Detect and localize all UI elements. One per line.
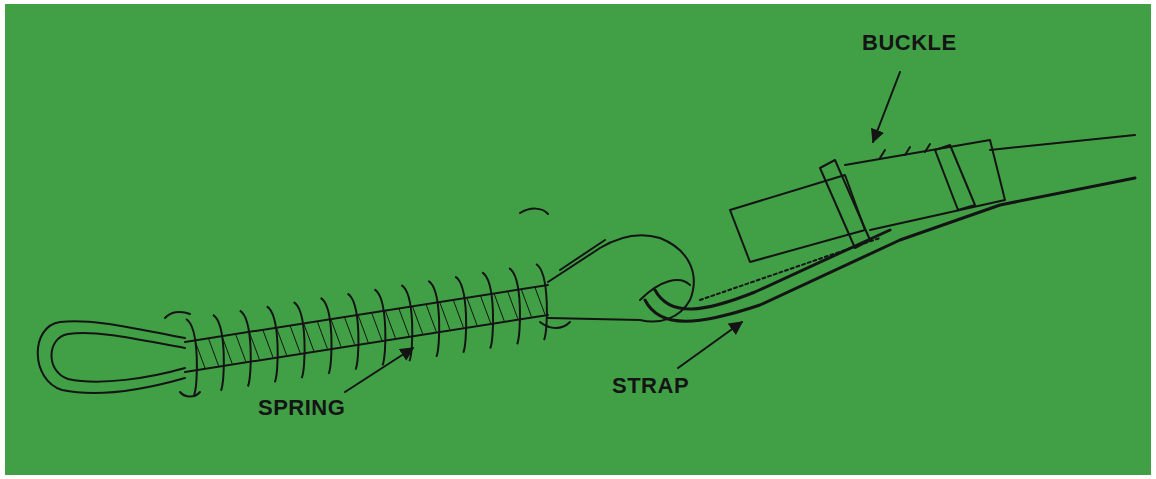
rod-hatch (290, 326, 300, 353)
rod-hatch (521, 290, 531, 317)
leader-arrow (678, 322, 742, 368)
spring-cap (540, 322, 570, 328)
rod-hatch (358, 315, 368, 342)
spring-coil (213, 315, 224, 391)
rod-hatch (494, 294, 504, 321)
buckle (935, 145, 975, 210)
rod-hatch (440, 302, 450, 329)
rod-hatch (453, 300, 463, 327)
spring-cap (165, 312, 190, 318)
hook-housing (560, 240, 605, 270)
rod-hatch (508, 292, 518, 319)
eye-loop (52, 333, 186, 382)
rod-hatch (249, 332, 259, 359)
hook-housing (548, 235, 694, 321)
rod-hatching (195, 288, 545, 369)
rod-hatch (236, 335, 246, 362)
part-label: SPRING (258, 397, 345, 419)
rod-hatch (385, 311, 395, 338)
spring-coil (348, 294, 359, 370)
rod-hatch (399, 309, 409, 336)
spring-coil (428, 281, 439, 357)
spring-cap (520, 209, 548, 214)
part-label: STRAP (612, 375, 689, 397)
leader-arrow (873, 72, 900, 142)
rod-hatch (222, 337, 232, 364)
spring-coil (482, 272, 493, 348)
spring-coil (455, 277, 466, 353)
eye-loop (38, 321, 185, 393)
rod-hatch (413, 307, 423, 334)
spring-coil (186, 319, 197, 395)
leader-arrow (345, 348, 413, 392)
rod-hatch (317, 322, 327, 349)
spring-coil (509, 268, 520, 344)
rod-hatch (426, 305, 436, 332)
background-panel (5, 4, 1151, 475)
spring-coils (186, 264, 547, 395)
hook-housing (640, 280, 690, 300)
spring-coil (401, 285, 412, 361)
rod-hatch (467, 298, 477, 325)
rod-hatch (209, 339, 219, 366)
spring-coil (536, 264, 547, 340)
buckle (880, 144, 930, 158)
spring-cap (180, 392, 200, 397)
strap-tail (990, 135, 1135, 150)
spring-coil (374, 289, 385, 365)
buckle (845, 140, 1005, 230)
rod-hatch (277, 328, 287, 355)
strap-band (700, 238, 880, 300)
part-label: BUCKLE (862, 32, 957, 54)
strap-band (645, 178, 1135, 321)
rod-hatch (195, 341, 205, 368)
buckle (820, 160, 870, 248)
rod-hatch (535, 288, 545, 315)
rod-hatch (481, 296, 491, 323)
buckle (730, 175, 865, 262)
rod-hatch (331, 320, 341, 347)
rod-hatch (372, 313, 382, 340)
strap-band (655, 230, 890, 309)
rod-hatch (345, 317, 355, 344)
rod-hatch (304, 324, 314, 351)
rod-hatch (263, 330, 273, 357)
